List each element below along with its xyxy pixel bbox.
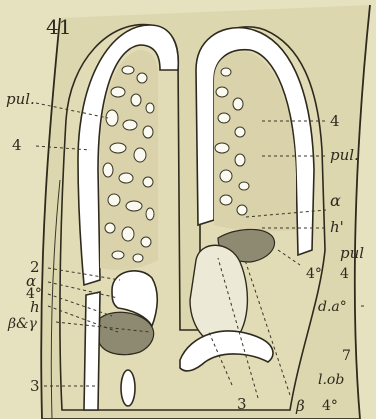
label-lob: l.ob [318, 372, 344, 388]
label-4-left: 4 [12, 136, 22, 154]
label-4-far-right: 4 [340, 266, 349, 282]
label-4deg-bottom: 4° [322, 398, 338, 414]
label-7: 7 [342, 348, 351, 364]
label-pul-far-right: pul [340, 244, 364, 262]
label-da: d.a° [318, 299, 347, 315]
label-h: h [30, 298, 40, 316]
central-pale-oval [190, 245, 247, 346]
label-4-right: 4 [330, 112, 340, 130]
bottom-small-oval [121, 370, 135, 406]
label-pul-right: pul. [330, 146, 359, 164]
label-alpha-right: α [330, 191, 341, 210]
label-3-left: 3 [30, 377, 40, 395]
label-3-bottom: 3 [237, 395, 247, 413]
bottom-left-channel [84, 292, 100, 410]
label-beta-gamma: β&γ [7, 316, 38, 332]
label-pul-top-left: pul. [6, 90, 35, 108]
label-4deg-right: 4° [306, 266, 322, 282]
label-beta-bottom: β [295, 397, 305, 415]
figure-number: 41 [46, 15, 71, 39]
label-h-prime: h' [330, 218, 344, 236]
